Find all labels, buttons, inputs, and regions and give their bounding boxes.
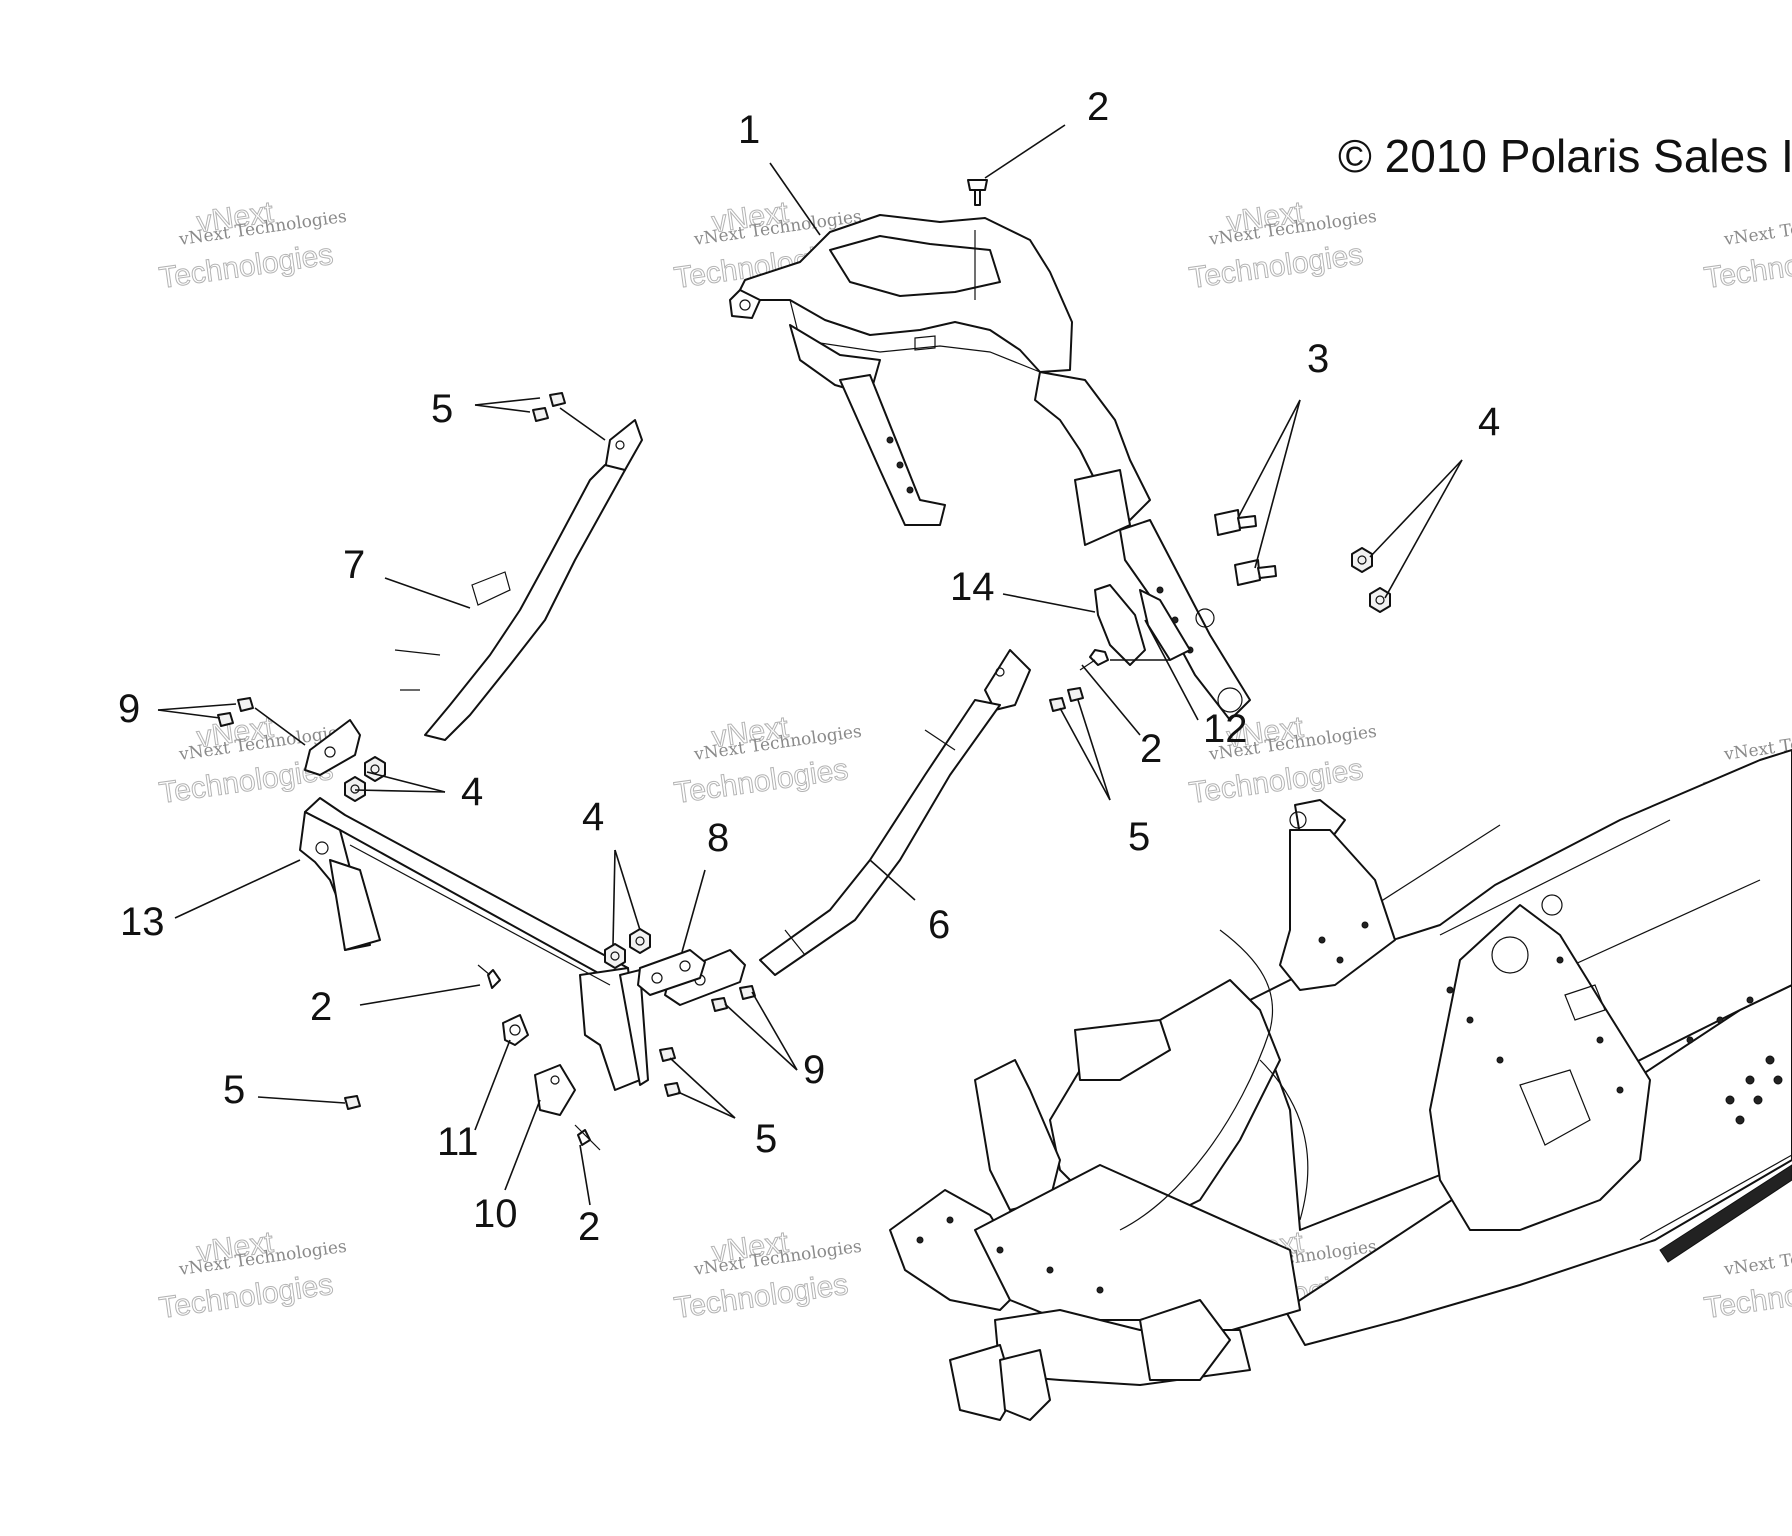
callout-2: 2 (1087, 85, 1109, 129)
upper-frame-part-1 (729, 214, 1251, 721)
callout-2: 2 (310, 985, 332, 1029)
watermark: vNext Technologies Technologies (1702, 1237, 1792, 1326)
copyright-text: © 2010 Polaris Sales Inc (1338, 130, 1792, 182)
watermark: vNext vNext Technologies Technologies (1187, 195, 1378, 295)
cross-bar-part-13 (299, 797, 649, 1091)
callout-8: 8 (707, 816, 729, 860)
callout-10: 10 (473, 1192, 518, 1236)
watermark: vNext vNext Technologies Technologies (157, 1225, 348, 1325)
watermark: vNext vNext Technologies Technologies (672, 1225, 863, 1325)
callout-14: 14 (950, 565, 995, 609)
callout-5: 5 (1128, 815, 1150, 859)
callout-4: 4 (461, 770, 483, 814)
right-strut-part-6 (664, 649, 1031, 1006)
callout-13: 13 (120, 900, 165, 944)
callout-3: 3 (1307, 337, 1329, 381)
callout-2: 2 (1140, 727, 1162, 771)
callout-11: 11 (437, 1120, 479, 1164)
plate-part-10 (534, 1064, 576, 1116)
callout-labels: 1 2 3 4 5 7 14 9 4 2 12 5 4 8 13 6 2 9 5… (118, 85, 1500, 1249)
callout-2: 2 (578, 1205, 600, 1249)
callout-4: 4 (1478, 400, 1500, 444)
callout-9: 9 (118, 687, 140, 731)
plate-part-8 (637, 949, 706, 996)
watermark-line: vNext Technologies (1722, 1237, 1792, 1280)
left-strut-part-7 (304, 419, 643, 776)
callout-5: 5 (431, 387, 453, 431)
callout-5: 5 (755, 1117, 777, 1161)
clip-part-11 (502, 1014, 529, 1046)
callout-1: 1 (738, 108, 760, 152)
leader-lines (157, 124, 1463, 1206)
callout-5: 5 (223, 1068, 245, 1112)
callout-12: 12 (1203, 707, 1248, 751)
bracket-part-14 (1094, 584, 1191, 666)
callout-6: 6 (928, 903, 950, 947)
fasteners (217, 179, 1391, 1151)
chassis-assembly (889, 749, 1792, 1421)
callout-9: 9 (803, 1048, 825, 1092)
callout-4: 4 (582, 795, 604, 839)
watermark: vNext vNext Technologies Technologies (157, 195, 348, 295)
watermark-line: vNext Technologies (1722, 207, 1792, 250)
watermark: vNext vNext Technologies Technologies (672, 710, 863, 810)
callout-7: 7 (343, 543, 365, 587)
watermark: vNext Technologies Technologies (1702, 207, 1792, 296)
